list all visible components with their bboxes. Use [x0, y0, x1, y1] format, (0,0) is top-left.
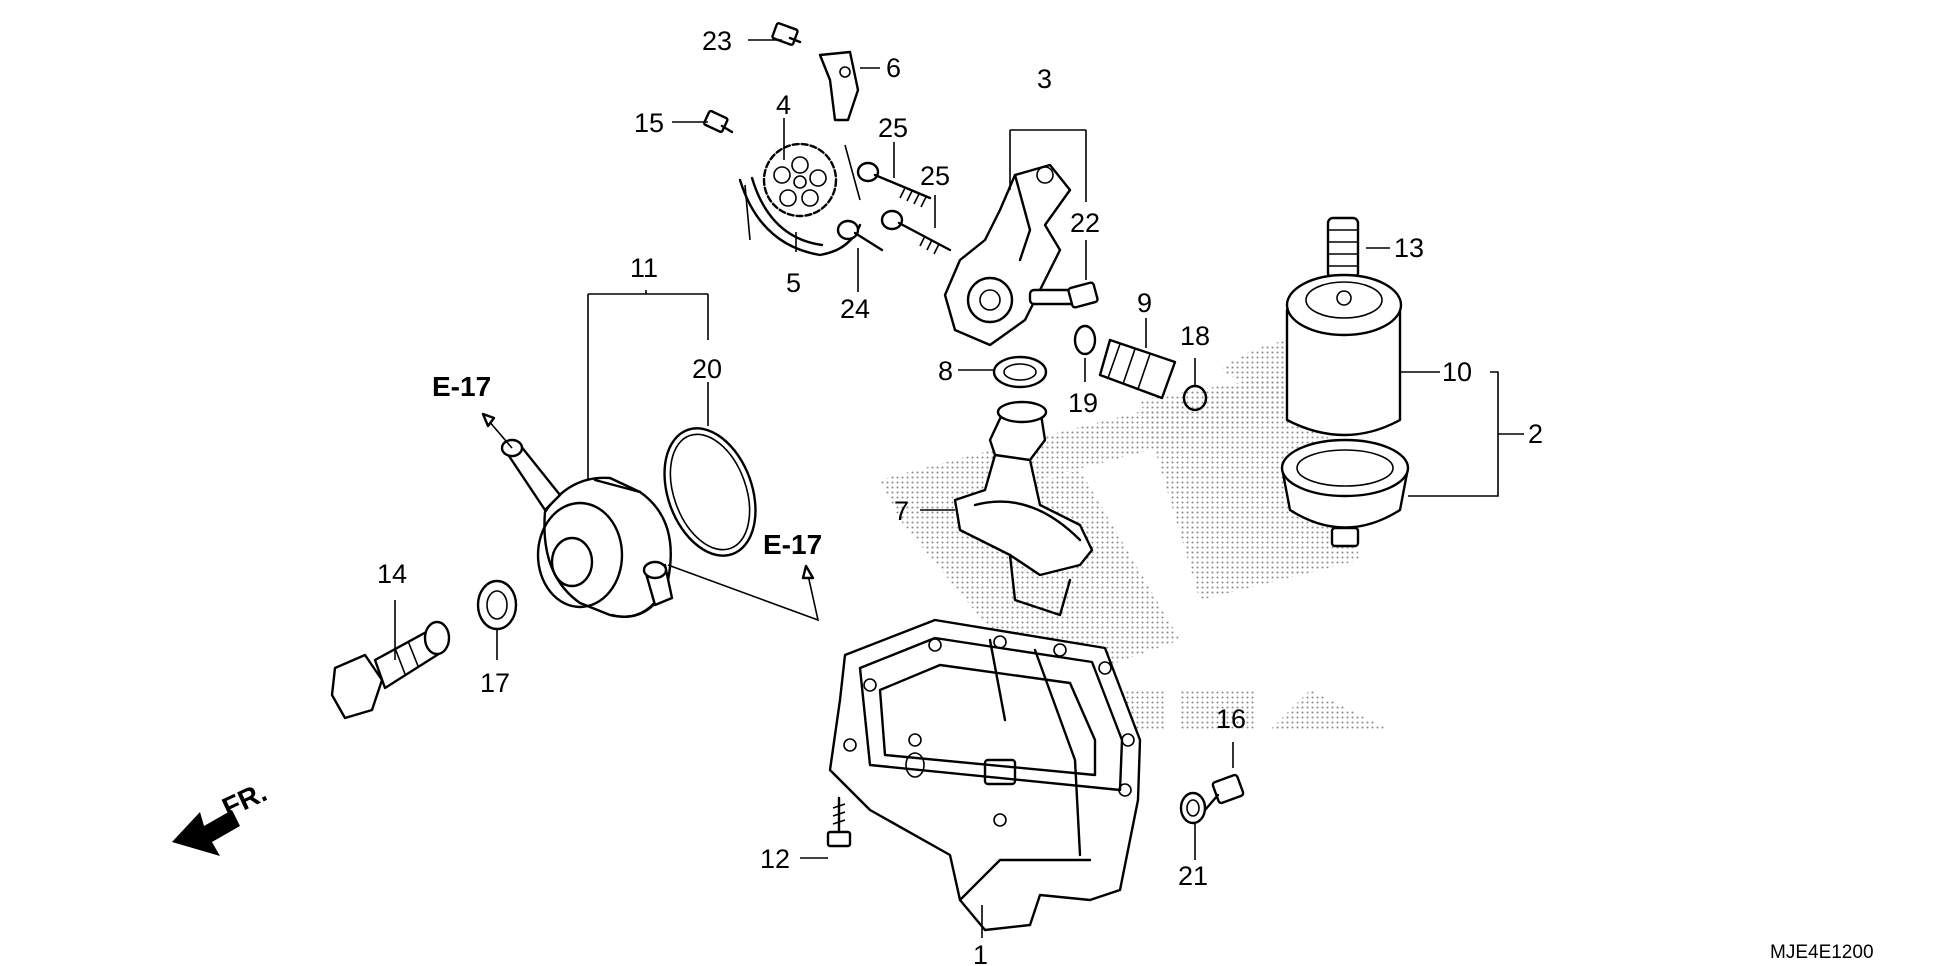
filter-fitting[interactable]: [1326, 216, 1360, 280]
o-ring-20[interactable]: [648, 416, 772, 569]
filter-ring[interactable]: [1280, 438, 1410, 548]
callout-25-b[interactable]: 25: [920, 161, 950, 191]
chain-guide-plate[interactable]: [818, 50, 860, 122]
callout-9[interactable]: 9: [1137, 288, 1152, 318]
callout-19[interactable]: 19: [1068, 388, 1098, 418]
bolt-25-lower[interactable]: [880, 209, 952, 255]
callout-4[interactable]: 4: [776, 90, 791, 120]
callout-23[interactable]: 23: [702, 26, 732, 56]
bolt-15[interactable]: [703, 109, 734, 134]
oil-pump[interactable]: [943, 163, 1077, 347]
callout-21[interactable]: 21: [1178, 861, 1208, 891]
washer-21[interactable]: [1179, 791, 1207, 825]
leader-lines: [394, 39, 1524, 938]
callout-1[interactable]: 1: [973, 940, 988, 966]
callout-8[interactable]: 8: [938, 356, 953, 386]
bolt-12[interactable]: [826, 796, 852, 848]
callout-3[interactable]: 3: [1037, 64, 1052, 94]
callout-18[interactable]: 18: [1180, 321, 1210, 351]
oil-pan[interactable]: [828, 618, 1142, 932]
center-bolt[interactable]: [330, 620, 451, 720]
callout-2[interactable]: 2: [1528, 419, 1543, 449]
callout-25-a[interactable]: 25: [878, 113, 908, 143]
dowel-pin[interactable]: [1067, 281, 1099, 309]
callout-15[interactable]: 15: [634, 108, 664, 138]
reference-e17-upper[interactable]: E-17: [432, 371, 491, 402]
front-direction-arrow: FR.: [172, 776, 271, 856]
bolt-23[interactable]: [771, 22, 802, 46]
callout-20[interactable]: 20: [692, 354, 722, 384]
callout-7[interactable]: 7: [894, 496, 909, 526]
callout-13[interactable]: 13: [1394, 233, 1424, 263]
callouts: 23 6 15 4 25 25 5 24 3 22 11 20 8 9 19 1…: [377, 26, 1543, 966]
relief-valve[interactable]: [1098, 338, 1177, 400]
bolt-24[interactable]: [836, 219, 884, 252]
callout-10[interactable]: 10: [1442, 357, 1472, 387]
callout-5[interactable]: 5: [786, 268, 801, 298]
drain-bolt[interactable]: [1203, 773, 1245, 812]
pump-sprocket[interactable]: [762, 142, 838, 218]
callout-24[interactable]: 24: [840, 294, 870, 324]
washer-17[interactable]: [476, 579, 518, 631]
reference-e17-lower[interactable]: E-17: [763, 529, 822, 560]
bolt-25-upper[interactable]: [856, 161, 932, 208]
callout-6[interactable]: 6: [886, 53, 901, 83]
callout-22[interactable]: 22: [1070, 208, 1100, 238]
o-ring-19[interactable]: [1073, 324, 1097, 356]
oil-cooler[interactable]: [500, 438, 674, 618]
callout-17[interactable]: 17: [480, 668, 510, 698]
oil-filter[interactable]: [1285, 273, 1403, 437]
callout-11[interactable]: 11: [630, 253, 658, 283]
callout-16[interactable]: 16: [1216, 704, 1246, 734]
diagram-code: MJE4E1200: [1770, 942, 1874, 963]
oil-strainer[interactable]: [953, 400, 1094, 617]
callout-12[interactable]: 12: [760, 844, 790, 874]
drive-chain[interactable]: [738, 144, 862, 257]
o-ring-8[interactable]: [992, 355, 1048, 389]
callout-14[interactable]: 14: [377, 559, 407, 589]
